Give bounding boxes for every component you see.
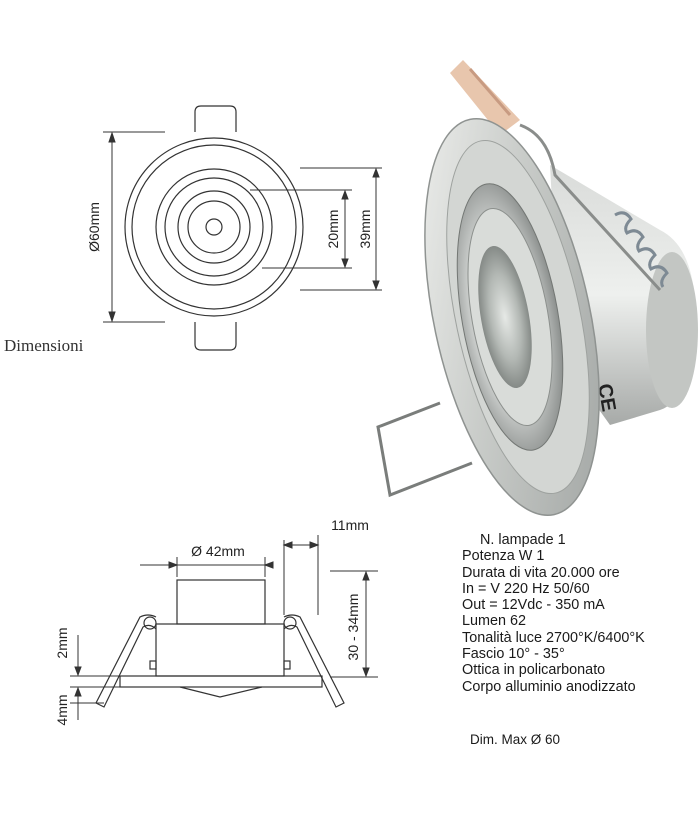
dim-offset-label: 11mm bbox=[331, 517, 369, 533]
top-tab bbox=[194, 105, 237, 132]
spec-item: Lumen 62 bbox=[462, 613, 527, 630]
spec-item: Potenza W 1 bbox=[462, 548, 545, 565]
spec-item: N. lampade 1 bbox=[480, 532, 566, 548]
top-cylinder bbox=[176, 579, 266, 625]
spec-item: Tonalità luce 2700°K/6400°K bbox=[462, 629, 645, 646]
top-view-drawing: Ø60mm 20mm 39mm bbox=[86, 105, 382, 351]
product-photo: CE bbox=[376, 60, 698, 517]
dim-small1-label: 2mm bbox=[54, 627, 70, 658]
spec-item: Corpo alluminio anodizzato bbox=[462, 678, 636, 695]
dim-small2-label: 4mm bbox=[54, 694, 70, 725]
section-label: Dimensioni bbox=[4, 336, 84, 355]
bottom-clip bbox=[376, 401, 473, 498]
right-clip bbox=[283, 614, 345, 708]
dim-height-label: 30 - 34mm bbox=[345, 594, 361, 661]
dim-outer-label: 39mm bbox=[357, 210, 373, 249]
spec-item: Fascio 10° - 35° bbox=[462, 646, 565, 663]
cable-tape bbox=[450, 60, 520, 135]
outer-ring bbox=[124, 137, 304, 317]
dim-max: Dim. Max Ø 60 bbox=[470, 732, 561, 747]
spec-item: Durata di vita 20.000 ore bbox=[462, 564, 620, 581]
flange bbox=[119, 675, 323, 688]
led-lens bbox=[478, 245, 532, 389]
spec-item: Ottica in policarbonato bbox=[462, 662, 606, 679]
outer-ring-inner bbox=[131, 144, 297, 310]
side-view-drawing: Ø 42mm 11mm 30 - 34mm 2mm 4mm bbox=[54, 517, 378, 726]
spec-list: N. lampade 1 Potenza W 1 Durata di vita … bbox=[462, 532, 645, 695]
spec-item: In = V 220 Hz 50/60 bbox=[462, 580, 590, 597]
dim-diameter-label: Ø60mm bbox=[86, 202, 102, 252]
dim-inner-label: 20mm bbox=[325, 210, 341, 249]
spring-wire bbox=[519, 123, 662, 292]
main-body bbox=[155, 623, 285, 677]
left-clip bbox=[95, 614, 157, 708]
spring-coil bbox=[614, 211, 669, 288]
dim-top-width-label: Ø 42mm bbox=[191, 543, 245, 559]
spec-item: Out = 12Vdc - 350 mA bbox=[462, 597, 605, 614]
bottom-tab bbox=[194, 322, 237, 351]
